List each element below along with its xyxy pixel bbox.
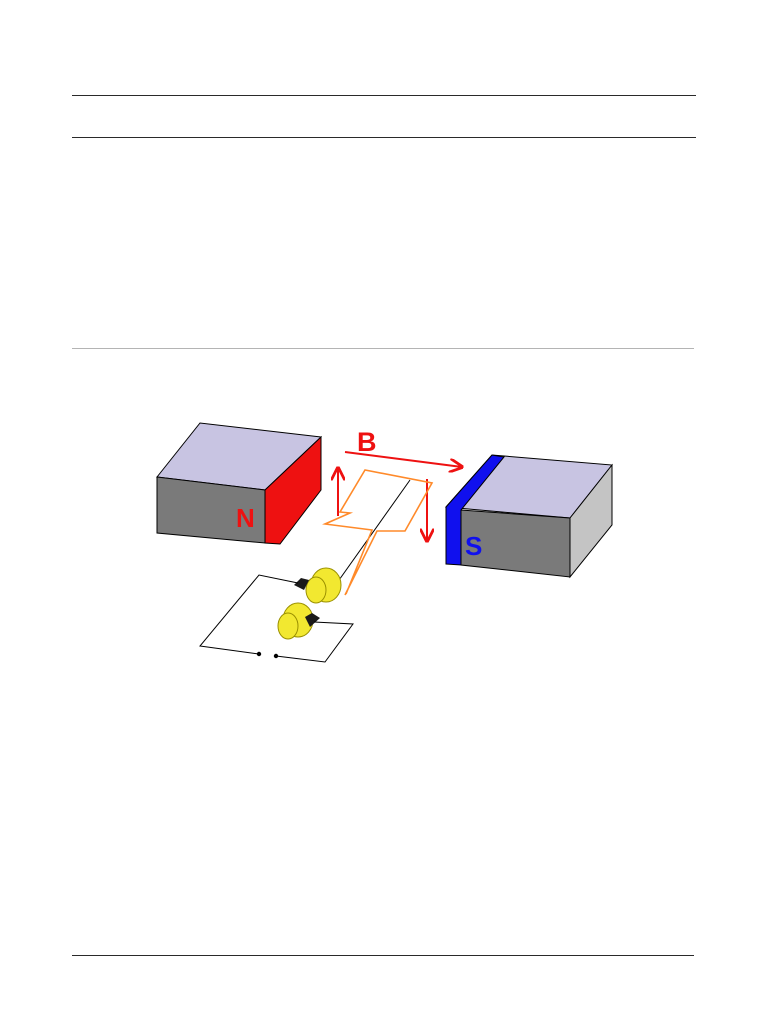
header-rule-top bbox=[72, 95, 696, 96]
south-label: S bbox=[465, 531, 482, 561]
section-divider bbox=[72, 348, 694, 349]
slip-ring-front-face bbox=[277, 612, 299, 640]
magnetic-field-arrow: B bbox=[344, 427, 462, 467]
field-label: B bbox=[357, 427, 377, 457]
terminal-left bbox=[256, 651, 262, 657]
header-rule-bottom bbox=[72, 137, 696, 138]
footer-rule bbox=[72, 955, 694, 956]
circuit-wire-rear bbox=[199, 574, 299, 655]
brush-front bbox=[305, 613, 320, 627]
external-circuit bbox=[199, 574, 354, 663]
south-magnet-side bbox=[569, 463, 613, 579]
brush-rear bbox=[294, 578, 309, 590]
north-label: N bbox=[236, 503, 255, 533]
coil-loop bbox=[322, 469, 434, 596]
south-magnet: S bbox=[444, 454, 613, 579]
terminal-right bbox=[273, 653, 279, 659]
field-arrow-line bbox=[344, 451, 462, 467]
slip-ring-rear-face bbox=[305, 576, 327, 604]
slip-rings bbox=[277, 567, 342, 640]
south-pole-face bbox=[445, 454, 505, 566]
circuit-wire-front bbox=[275, 621, 354, 663]
north-pole-face bbox=[264, 435, 322, 545]
north-magnet: N bbox=[156, 422, 323, 545]
